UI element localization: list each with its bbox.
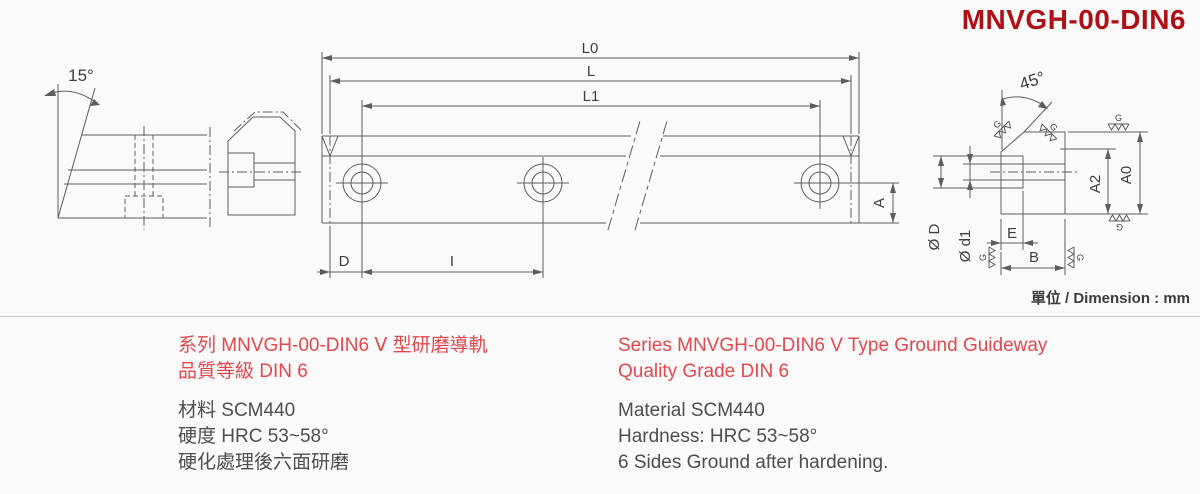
svg-text:Ø d1: Ø d1 <box>957 230 974 263</box>
svg-text:G: G <box>1115 113 1122 123</box>
svg-text:L: L <box>587 63 595 80</box>
spec-hardness-en: Hardness: HRC 53~58° <box>618 426 818 447</box>
grind-mark: G <box>1107 113 1130 131</box>
svg-text:A2: A2 <box>1087 175 1104 193</box>
dim-L1: L1 <box>361 88 821 160</box>
dim-A0: A0 <box>1065 131 1148 215</box>
svg-text:I: I <box>450 253 454 270</box>
dim-A2: A2 <box>1060 148 1116 214</box>
svg-text:E: E <box>1007 225 1017 242</box>
mounting-hole <box>336 157 388 209</box>
dim-E: E <box>987 191 1038 250</box>
rail-front-view <box>321 120 899 231</box>
mounting-hole <box>517 157 569 209</box>
dim-B: B <box>1000 219 1066 275</box>
spec-hardness-zh: 硬度 HRC 53~58° <box>178 426 329 447</box>
dim-angle-15: 15° <box>68 66 94 85</box>
spec-series-zh: 系列 MNVGH-00-DIN6 Ⅴ 型研磨導軌 <box>178 335 488 356</box>
technical-drawing: 15° <box>44 40 1148 278</box>
svg-text:45°: 45° <box>1017 68 1047 94</box>
svg-text:A: A <box>871 198 888 208</box>
spec-block-en: Series MNVGH-00-DIN6 V Type Ground Guide… <box>618 333 1047 476</box>
cross-section: 45° <box>990 68 1078 215</box>
spec-material-zh: 材料 SCM440 <box>178 400 296 421</box>
divider-line <box>0 316 1200 317</box>
svg-text:L1: L1 <box>583 88 600 105</box>
spec-process-en: 6 Sides Ground after hardening. <box>618 452 889 473</box>
grind-mark: G <box>1108 214 1131 232</box>
svg-text:G: G <box>1116 222 1123 232</box>
spacer <box>618 385 1047 398</box>
dim-A: A <box>824 182 899 223</box>
spec-material-en: Material SCM440 <box>618 400 765 421</box>
grind-mark: G <box>991 118 1012 139</box>
side-view: 15° <box>44 66 211 230</box>
spec-process-zh: 硬化處理後六面研磨 <box>178 452 350 473</box>
svg-text:B: B <box>1029 249 1039 266</box>
grind-mark: G <box>1067 246 1085 269</box>
svg-text:A0: A0 <box>1118 166 1135 184</box>
spec-grade-en: Quality Grade DIN 6 <box>618 361 790 382</box>
mounting-hole <box>794 157 846 209</box>
dim-dia-D: Ø D <box>926 155 1001 251</box>
dim-dia-d1: Ø d1 <box>957 146 1023 262</box>
spec-series-en: Series MNVGH-00-DIN6 V Type Ground Guide… <box>618 335 1048 356</box>
grind-mark: G <box>1039 121 1060 142</box>
end-section-small <box>219 111 303 216</box>
dim-D-and-I: D I <box>317 209 544 278</box>
svg-text:G: G <box>978 254 988 261</box>
svg-text:D: D <box>339 253 350 270</box>
grind-mark: G <box>978 246 996 269</box>
spec-block-zh: 系列 MNVGH-00-DIN6 Ⅴ 型研磨導軌 品質等級 DIN 6 材料 S… <box>178 333 488 476</box>
spec-grade-zh: 品質等級 DIN 6 <box>178 361 308 382</box>
svg-text:Ø D: Ø D <box>926 224 943 251</box>
dim-L: L <box>329 63 852 134</box>
unit-note: 單位 / Dimension : mm <box>1030 290 1190 307</box>
svg-text:G: G <box>1075 254 1085 261</box>
svg-text:L0: L0 <box>582 40 599 57</box>
spacer <box>178 385 488 398</box>
dim-L0: L0 <box>321 40 860 134</box>
page-title: MNVGH-00-DIN6 <box>961 4 1186 35</box>
